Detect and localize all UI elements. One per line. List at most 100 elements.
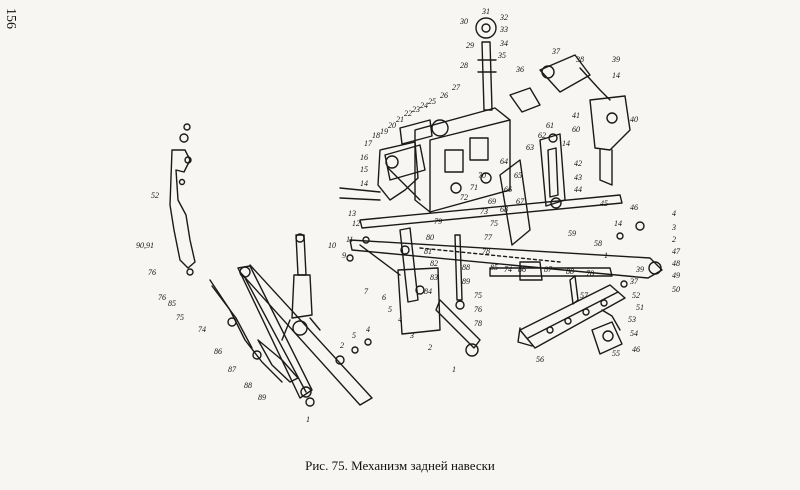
callout-10: 10 xyxy=(328,241,336,250)
callout-56: 56 xyxy=(536,355,544,364)
callout-74: 74 xyxy=(198,325,206,334)
callout-76b: 76 xyxy=(158,293,166,302)
callout-11: 11 xyxy=(346,235,353,244)
callout-6: 6 xyxy=(382,293,386,302)
callout-87b: 87 xyxy=(544,265,553,274)
callout-32: 32 xyxy=(499,13,508,22)
callout-59: 59 xyxy=(568,229,576,238)
callout-78b: 78 xyxy=(586,269,594,278)
callout-3: 3 xyxy=(409,331,414,340)
callout-79: 79 xyxy=(434,217,442,226)
callout-43: 43 xyxy=(574,173,582,182)
callout-72: 72 xyxy=(460,193,468,202)
callout-49: 49 xyxy=(672,271,680,280)
callout-67: 67 xyxy=(516,197,525,206)
callout-58: 58 xyxy=(594,239,602,248)
callout-71: 71 xyxy=(470,183,478,192)
figure-caption: Рис. 75. Механизм задней навески xyxy=(305,458,495,473)
callout-86b: 86 xyxy=(518,265,526,274)
callout-44: 44 xyxy=(574,185,582,194)
callout-14b: 14 xyxy=(612,71,620,80)
callout-75b: 75 xyxy=(490,219,498,228)
callout-57: 57 xyxy=(580,291,589,300)
callout-23: 23 xyxy=(412,105,420,114)
callout-12: 12 xyxy=(352,219,360,228)
callout-85b: 85 xyxy=(490,263,498,272)
callout-62: 62 xyxy=(538,131,546,140)
left-lower-link xyxy=(209,264,373,406)
callout-25: 25 xyxy=(428,97,436,106)
callout-5: 5 xyxy=(352,331,356,340)
callout-39: 39 xyxy=(611,55,620,64)
callout-20: 20 xyxy=(388,121,396,130)
callout-89: 89 xyxy=(258,393,266,402)
callout-9: 9 xyxy=(342,251,346,260)
callout-65: 65 xyxy=(514,171,522,180)
callout-88c: 88 xyxy=(462,263,470,272)
callout-61: 61 xyxy=(546,121,554,130)
callout-24: 24 xyxy=(420,101,428,110)
central-housing xyxy=(384,107,511,213)
lower-turnbuckles xyxy=(359,227,613,357)
callout-48: 48 xyxy=(672,259,680,268)
callout-41: 41 xyxy=(572,111,580,120)
callout-1: 1 xyxy=(306,415,310,424)
callout-75: 75 xyxy=(176,313,184,322)
callout-1b: 1 xyxy=(452,365,456,374)
callout-52b: 52 xyxy=(632,291,640,300)
callout-26: 26 xyxy=(440,91,448,100)
callout-28: 28 xyxy=(460,61,468,70)
right-column xyxy=(499,133,566,246)
callout-89b: 89 xyxy=(462,277,470,286)
callout-73: 73 xyxy=(480,207,488,216)
callout-4: 4 xyxy=(366,325,370,334)
callout-30: 30 xyxy=(459,17,468,26)
callout-64: 64 xyxy=(500,157,508,166)
callout-18: 18 xyxy=(372,131,380,140)
callout-51: 51 xyxy=(636,303,644,312)
callout-74b: 74 xyxy=(504,265,512,274)
callout-40: 40 xyxy=(630,115,638,124)
callout-19: 19 xyxy=(380,127,388,136)
callout-22: 22 xyxy=(404,109,412,118)
callout-labels: 52 90,91 76 76 85 75 74 86 87 88 89 1 2 … xyxy=(136,7,681,424)
callout-29: 29 xyxy=(466,41,474,50)
callout-5b: 5 xyxy=(388,305,392,314)
callout-86: 86 xyxy=(214,347,222,356)
callout-37: 37 xyxy=(551,47,561,56)
callout-46b: 46 xyxy=(632,345,640,354)
callout-34: 34 xyxy=(499,39,508,48)
callout-13: 13 xyxy=(348,209,356,218)
callout-60: 60 xyxy=(572,125,580,134)
left-bracket-part xyxy=(169,123,196,269)
right-lower-link xyxy=(349,194,663,279)
callout-82: 82 xyxy=(430,259,438,268)
drawbar xyxy=(517,275,626,355)
callout-76: 76 xyxy=(148,268,156,277)
callout-27: 27 xyxy=(452,83,461,92)
callout-52: 52 xyxy=(151,191,159,200)
callout-3b: 3 xyxy=(671,223,676,232)
callout-77: 77 xyxy=(484,233,493,242)
callout-90-91: 90,91 xyxy=(136,241,154,250)
callout-47: 47 xyxy=(672,247,681,256)
callout-78c: 78 xyxy=(474,319,482,328)
top-rod xyxy=(475,17,497,111)
callout-69: 69 xyxy=(488,197,496,206)
callout-1c: 1 xyxy=(604,251,608,260)
callout-16: 16 xyxy=(360,153,368,162)
callout-4b: 4 xyxy=(398,315,402,324)
callout-87: 87 xyxy=(228,365,237,374)
callout-80: 80 xyxy=(426,233,434,242)
callout-88b: 88 xyxy=(566,267,574,276)
callout-46: 46 xyxy=(630,203,638,212)
callout-54: 54 xyxy=(630,329,638,338)
callout-31: 31 xyxy=(481,7,490,16)
callout-70: 70 xyxy=(478,171,486,180)
callout-81: 81 xyxy=(424,247,432,256)
callout-78: 78 xyxy=(482,247,490,256)
callout-88: 88 xyxy=(244,381,252,390)
callout-50: 50 xyxy=(672,285,680,294)
callout-14c: 14 xyxy=(562,139,570,148)
